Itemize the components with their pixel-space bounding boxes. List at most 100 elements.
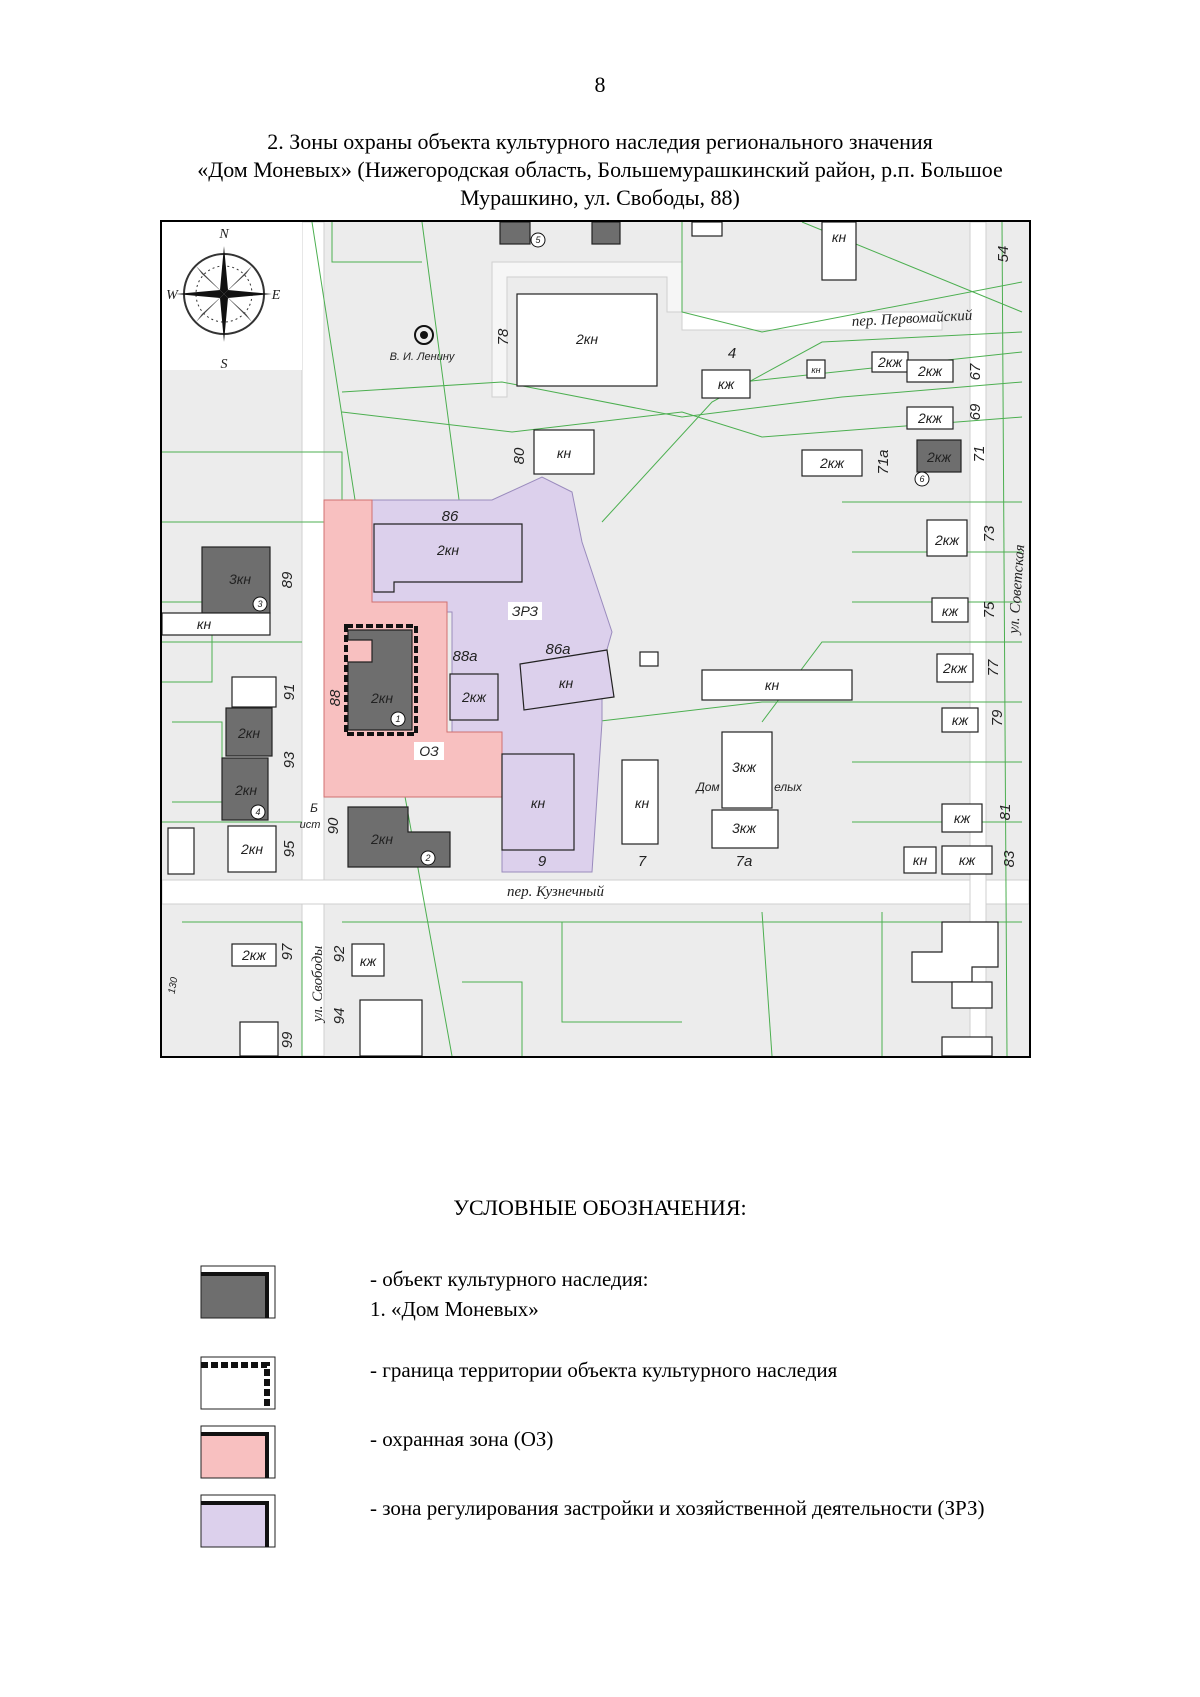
- house-99: 99: [279, 1031, 296, 1048]
- legend-text-heritage-item: 1. «Дом Моневых»: [370, 1297, 539, 1321]
- house-95: 95: [281, 840, 298, 857]
- house-83: 83: [1001, 850, 1018, 867]
- street-svobody: ул. Свободы: [310, 946, 326, 1024]
- label-elyh: елых: [774, 780, 803, 794]
- label-oz: ОЗ: [419, 743, 439, 759]
- label-kzh-92: кж: [360, 953, 378, 969]
- building-3kzh-b: [711, 809, 779, 849]
- label-2kzh-77: 2кж: [942, 660, 968, 676]
- label-2kn-91: 2кн: [237, 725, 260, 741]
- street-pervomaisky: пер. Первомайский: [851, 308, 973, 330]
- legend-text-boundary: - граница территории объекта культурного…: [370, 1358, 838, 1382]
- legend-text-heritage: - объект культурного наследия:: [370, 1267, 649, 1291]
- mark-b: Б: [310, 801, 318, 815]
- label-2kzh-71a: 2кж: [819, 455, 845, 471]
- building-kn-top: [821, 222, 857, 281]
- svg-text:5: 5: [535, 235, 541, 245]
- marker-4: 4: [250, 804, 266, 820]
- building-kn-83: [903, 846, 937, 874]
- road-svobody: [301, 222, 325, 1056]
- house-71: 71: [971, 446, 988, 463]
- label-kn-80: кн: [557, 445, 572, 461]
- label-2kzh-73: 2кж: [934, 532, 960, 548]
- house-71a: 71а: [875, 449, 892, 474]
- building-2kn-95: [227, 825, 277, 873]
- svg-text:2: 2: [424, 853, 430, 863]
- building-3kzh-a: [721, 731, 773, 809]
- label-kzh-75: кж: [942, 603, 960, 619]
- label-2kn-86: 2кн: [436, 542, 459, 558]
- label-kn-89b: кн: [197, 616, 212, 632]
- building-kzh-75: [931, 597, 969, 623]
- building-white-se3: [941, 1036, 993, 1056]
- label-2kn-93: 2кн: [234, 782, 257, 798]
- building-kzh-81: [941, 803, 983, 833]
- buildings: [162, 222, 999, 1056]
- building-kn-small: [806, 359, 826, 379]
- legend-swatch-boundary: [200, 1356, 276, 1410]
- house-89: 89: [279, 571, 296, 588]
- building-dark-top: [591, 222, 621, 245]
- building-2kzh-c: [906, 406, 954, 430]
- label-2kzh-c: 2кж: [917, 410, 943, 426]
- building-white-top: [691, 222, 723, 237]
- svg-text:6: 6: [919, 474, 924, 484]
- label-kzh-4: кж: [718, 376, 736, 392]
- compass-n: N: [218, 227, 229, 242]
- legend-swatch-oz: [200, 1425, 276, 1479]
- house-54: 54: [995, 246, 1012, 263]
- label-kn-top: кн: [832, 229, 847, 245]
- label-2kzh-88a: 2кж: [461, 689, 487, 705]
- label-kzh-83: кж: [959, 852, 977, 868]
- house-90: 90: [325, 817, 342, 834]
- road-pervomaisky: [681, 311, 943, 331]
- house-91: 91: [281, 684, 298, 701]
- house-75: 75: [981, 601, 998, 618]
- building-2kzh-71a: [801, 449, 863, 477]
- label-2kn-95: 2кн: [240, 841, 263, 857]
- house-92: 92: [331, 945, 348, 962]
- house-4: 4: [728, 345, 736, 362]
- house-numbers: 54 78 4 67 69 71а 71 80 86 73 89 75 86а …: [167, 246, 1018, 1049]
- house-67: 67: [967, 363, 984, 380]
- label-3kzh-b: 3кж: [732, 820, 757, 836]
- road-kuznechny: [162, 879, 1029, 905]
- building-2kn-86: [373, 523, 523, 593]
- label-kzh-81: кж: [954, 810, 972, 826]
- title-line-3: Мурашкино, ул. Свободы, 88): [460, 185, 740, 210]
- marker-3: 3: [252, 596, 268, 612]
- zone-labels: ОЗ ЗРЗ: [414, 602, 542, 760]
- building-kn-tiny: [639, 651, 659, 667]
- marker-1: 1: [390, 711, 406, 727]
- building-white-94: [359, 999, 423, 1056]
- house-73: 73: [981, 525, 998, 542]
- building-kzh-92: [351, 943, 385, 977]
- building-kn-9: [501, 753, 575, 851]
- house-80: 80: [511, 447, 528, 464]
- street-sovetskaya: ул. Советская: [1006, 544, 1028, 636]
- numbered-markers: 1 2 3 4 5 6: [250, 232, 930, 866]
- label-dom: Дом: [694, 780, 719, 794]
- building-white-se2: [951, 981, 993, 1009]
- house-7a: 7а: [736, 853, 753, 870]
- building-2kzh-73: [926, 519, 968, 557]
- building-2kzh-77: [936, 653, 974, 683]
- label-kn-7: кн: [635, 795, 650, 811]
- building-kzh-79: [941, 707, 979, 733]
- page-number: 8: [594, 72, 606, 97]
- building-kn-86a: [519, 649, 615, 711]
- house-97: 97: [279, 943, 296, 960]
- building-kn-7: [621, 759, 659, 845]
- building-kn-long: [701, 669, 853, 701]
- label-kn-long: кн: [765, 677, 780, 693]
- legend-swatch-heritage: [200, 1265, 276, 1319]
- house-77: 77: [985, 659, 1002, 676]
- legend-title: УСЛОВНЫЕ ОБОЗНАЧЕНИЯ:: [453, 1195, 747, 1220]
- label-kn-86a: кн: [559, 675, 574, 691]
- building-kn-80: [533, 429, 595, 475]
- label-2kzh-a: 2кж: [877, 354, 903, 370]
- building-2kn-91: [225, 707, 273, 757]
- building-kzh-83: [941, 845, 993, 875]
- svg-text:3: 3: [257, 599, 262, 609]
- house-88: 88: [327, 689, 344, 706]
